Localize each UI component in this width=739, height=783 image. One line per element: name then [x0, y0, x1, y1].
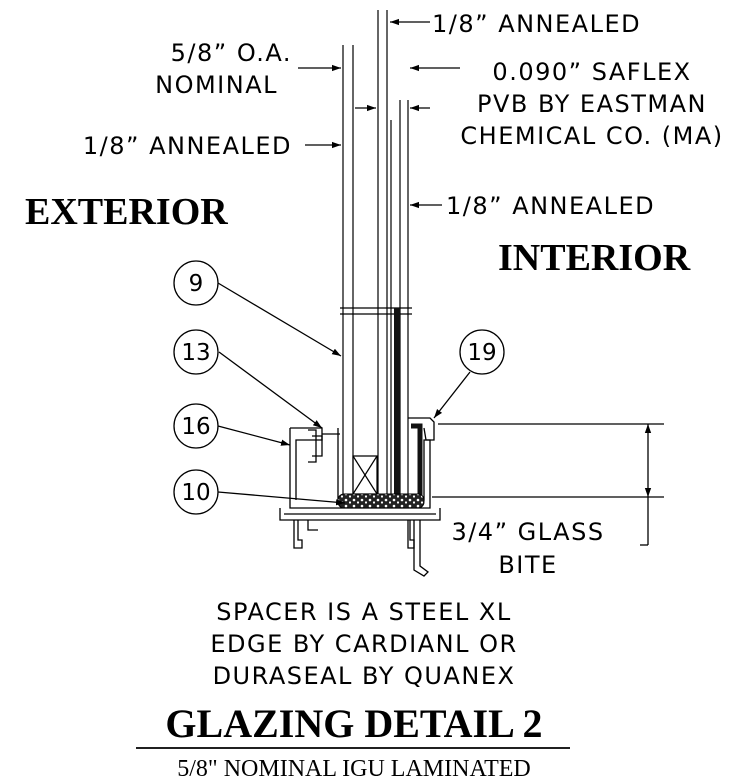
exterior-label: EXTERIOR [25, 191, 228, 233]
pvb-interlayer [394, 308, 400, 498]
overall-thickness-line2: NOMINAL [155, 71, 278, 99]
dimension-lines [298, 18, 664, 545]
callout-13: 13 [174, 330, 218, 374]
interlayer-line1: 0.090” SAFLEX [492, 58, 691, 86]
callout-19-label: 19 [467, 340, 496, 366]
spacer-note-line1: SPACER IS A STEEL XL [216, 598, 511, 626]
interior-lite-label: 1/8” ANNEALED [446, 192, 655, 220]
callout-10-label: 10 [181, 480, 210, 506]
spacer-note-line3: DURASEAL BY QUANEX [213, 662, 516, 690]
glass-bite-line2: BITE [498, 551, 557, 579]
glass-assembly [340, 10, 412, 500]
callout-10: 10 [174, 470, 218, 514]
outer-lite-label: 1/8” ANNEALED [432, 10, 641, 38]
callout-13-label: 13 [181, 340, 210, 366]
interior-label: INTERIOR [498, 237, 691, 279]
overall-thickness-line1: 5/8” O.A. [171, 39, 292, 67]
spacer [353, 456, 377, 494]
interlayer-line2: PVB BY EASTMAN [477, 90, 707, 118]
detail-title: GLAZING DETAIL 2 [165, 701, 542, 746]
setting-block [338, 494, 424, 508]
exterior-lite-label: 1/8” ANNEALED [83, 132, 292, 160]
callout-16: 16 [174, 404, 218, 448]
callout-9: 9 [174, 261, 218, 305]
callout-19: 19 [460, 330, 504, 374]
interlayer-line3: CHEMICAL CO. (MA) [460, 122, 723, 150]
glass-bite-line1: 3/4” GLASS [451, 518, 604, 546]
callout-leaders [218, 283, 470, 506]
spacer-note-line2: EDGE BY CARDIANL OR [210, 630, 517, 658]
callout-16-label: 16 [181, 414, 210, 440]
callout-9-label: 9 [189, 271, 204, 297]
detail-subtitle: 5/8" NOMINAL IGU LAMINATED [177, 756, 531, 782]
interior-seal [411, 426, 420, 496]
